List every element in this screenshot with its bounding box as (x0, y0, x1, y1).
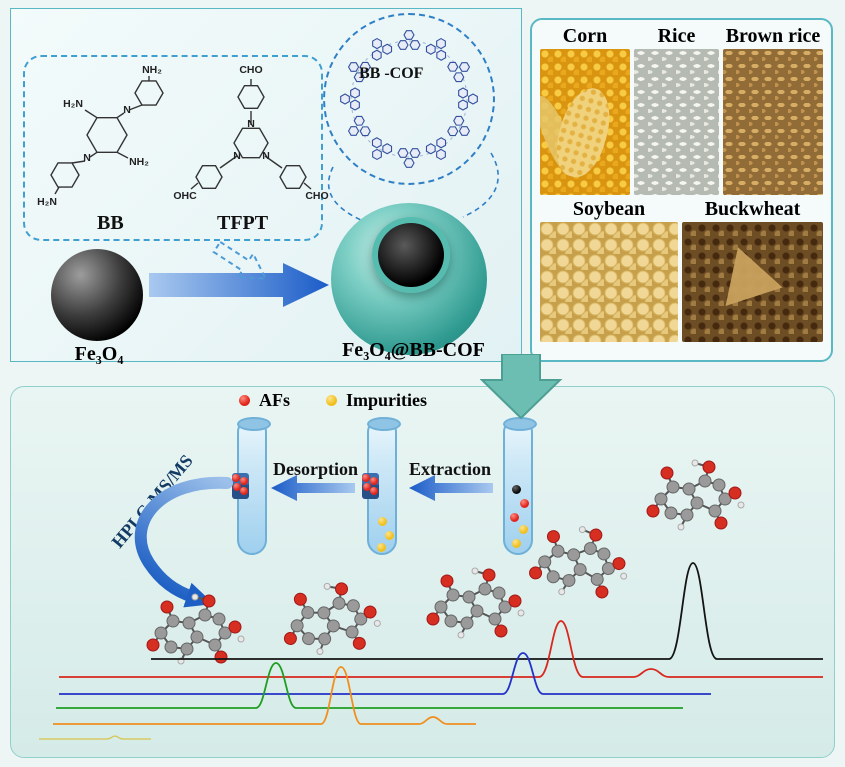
afs-dot (510, 513, 519, 522)
workflow-graphics (39, 459, 823, 740)
bb-h2n-label: H₂N (37, 196, 57, 208)
legend-impurities-label: Impurities (346, 390, 427, 410)
impurity-dot (512, 539, 521, 548)
tfpt-n-label: N (233, 150, 241, 162)
sample-label: Buckwheat (704, 198, 801, 220)
tfpt-name: TFPT (217, 212, 269, 234)
desorption-tube (232, 417, 271, 555)
afs-dot (520, 499, 529, 508)
tfpt-cho-label: CHO (239, 64, 262, 76)
aflatoxin-molecule (426, 567, 525, 639)
fe3o4-sphere (51, 249, 143, 341)
impurity-dot (326, 395, 337, 406)
afs-dot (240, 487, 248, 495)
extraction-label: Extraction (409, 459, 491, 479)
sample-rice: Rice (634, 24, 719, 195)
cof-ring-pattern (325, 15, 493, 183)
legend-afs-label: AFs (259, 390, 290, 410)
bb-n-label: N (83, 152, 91, 164)
bb-n-label: N (123, 104, 131, 116)
bb-nh2-label: NH₂ (129, 156, 149, 168)
synthesis-arrow (149, 263, 329, 307)
aflatoxin-molecule (646, 459, 745, 531)
bb-cof-label: BB -COF (359, 65, 424, 82)
magnetite-dot (512, 485, 521, 494)
flow-down-arrow (480, 354, 563, 420)
bb-h2n-label: H₂N (63, 98, 83, 110)
tfpt-n-label: N (262, 150, 270, 162)
trace-yellow-faint (39, 735, 151, 740)
impurity-dot (519, 525, 528, 534)
trace-red (59, 620, 823, 678)
afs-dot (232, 474, 240, 482)
trace-green (56, 662, 683, 709)
sample-corn: Corn (540, 24, 630, 195)
sample-label: Brown rice (725, 25, 821, 47)
sample-buckwheat: Buckwheat (682, 197, 823, 342)
sample-soybean: Soybean (540, 197, 678, 342)
rice-image (634, 49, 719, 195)
impurity-dot (377, 543, 386, 552)
magnetic-adsorbent (362, 473, 379, 499)
bb-cof-circle: BB -COF (323, 13, 495, 185)
sample-brown-rice: Brown rice (723, 24, 823, 195)
extraction-tube (362, 417, 401, 555)
soybean-image (540, 222, 678, 342)
afs-dot (362, 474, 370, 482)
corn-image (540, 49, 630, 195)
sample-tube (503, 417, 537, 555)
impurity-dot (385, 531, 394, 540)
magnetic-adsorbent (232, 473, 249, 499)
trace-orange (53, 666, 476, 725)
product-core (371, 216, 450, 293)
sample-label: Rice (657, 25, 696, 47)
tfpt-n-label: N (247, 118, 255, 130)
impurity-dot (378, 517, 387, 526)
product-label: Fe₃O₄@BB-COF (342, 339, 485, 361)
workflow-panel: AFs Impurities (10, 386, 835, 758)
aflatoxin-molecule (526, 520, 633, 603)
samples-panel: Corn Rice Brown rice Soybean Buckwh (530, 18, 833, 362)
synthesis-panel: N N NH₂ H₂N H₂N NH₂ N N N (10, 8, 522, 365)
fe3o4-label: Fe₃O₄ (74, 343, 124, 365)
buckwheat-scoop (709, 238, 783, 306)
afs-dot (240, 477, 248, 485)
afs-dot (233, 483, 241, 491)
bb-structure: N N NH₂ H₂N H₂N NH₂ (37, 64, 164, 208)
brown-rice-image (723, 49, 823, 195)
trace-black (151, 562, 823, 660)
monomer-box: N N NH₂ H₂N H₂N NH₂ N N N (23, 55, 329, 241)
bb-nh2-label: NH₂ (142, 64, 162, 76)
product-sphere (331, 203, 487, 355)
sample-label: Soybean (572, 198, 646, 220)
tfpt-cho-label: CHO (305, 190, 328, 202)
tfpt-structure: N N N CHO OHC CHO (173, 64, 328, 202)
buckwheat-image (682, 222, 823, 342)
bb-name: BB (97, 212, 124, 234)
hplc-label: HPLC-MS/MS (107, 450, 197, 552)
dashed-hollow-arrow (212, 240, 268, 280)
trace-blue (59, 652, 711, 695)
sample-label: Corn (562, 25, 608, 47)
legend: AFs Impurities (239, 390, 427, 411)
afs-dot (239, 395, 250, 406)
afs-dot (370, 477, 378, 485)
aflatoxin-molecule (278, 577, 384, 660)
afs-dot (363, 483, 371, 491)
chromatogram (39, 562, 823, 740)
afs-dot (370, 487, 378, 495)
desorption-label: Desorption (273, 459, 358, 479)
aflatoxin-molecule (146, 593, 245, 665)
tfpt-ohc-label: OHC (173, 190, 197, 202)
